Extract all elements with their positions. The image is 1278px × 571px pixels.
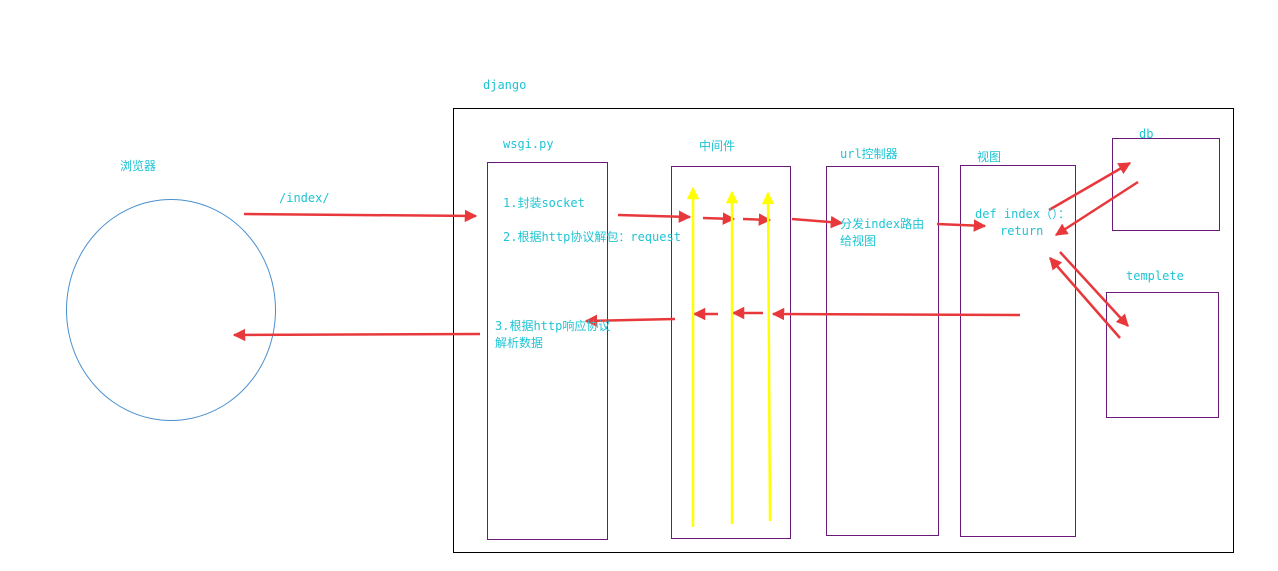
arrow-middleware-to-url	[791, 215, 844, 229]
wsgi-box	[487, 162, 608, 540]
step-1-text: 1.封装socket	[503, 196, 585, 210]
arrow-wsgi-to-browser	[232, 328, 481, 342]
url-controller-label: url控制器	[840, 147, 898, 161]
arrow-view-to-db	[1048, 161, 1132, 212]
arrow-browser-to-wsgi	[243, 209, 478, 223]
arrow-view-to-middleware	[771, 307, 1021, 321]
arrow-wsgi-to-middleware	[617, 210, 692, 223]
request-path-label: /index/	[279, 191, 330, 205]
browser-circle	[66, 199, 276, 421]
arrow-url-to-view	[936, 219, 987, 232]
url-controller-box	[826, 166, 939, 536]
middleware-label: 中间件	[699, 139, 736, 153]
view-code-line2: return	[1000, 224, 1044, 238]
url-dispatch-text-line2: 给视图	[840, 234, 877, 248]
arrow-middleware-to-wsgi	[584, 314, 676, 327]
django-container	[453, 108, 1234, 553]
view-code-line1: def index（）：	[975, 207, 1071, 221]
db-box	[1112, 138, 1220, 231]
django-label: django	[483, 78, 527, 92]
arrow-middleware-2-3	[742, 213, 772, 226]
browser-label: 浏览器	[120, 159, 157, 173]
middleware-box	[671, 166, 791, 539]
step-2-text: 2.根据http协议解包：request	[503, 230, 681, 244]
template-box	[1106, 292, 1219, 418]
view-box	[960, 165, 1076, 537]
arrow-db-to-view	[1054, 180, 1139, 237]
arrow-view-to-template	[1059, 251, 1129, 327]
step-3-text-line2: 解析数据	[495, 336, 544, 350]
template-label: templete	[1126, 269, 1184, 283]
db-label: db	[1139, 127, 1154, 141]
arrow-middleware-1-2	[702, 212, 736, 225]
view-label: 视图	[977, 150, 1002, 164]
wsgi-label: wsgi.py	[503, 137, 554, 151]
step-3-text-line1: 3.根据http响应协议	[495, 319, 611, 333]
url-dispatch-text-line1: 分发index路由	[840, 217, 925, 231]
arrow-template-to-view	[1049, 257, 1121, 339]
middleware-layer-arrow-3	[761, 191, 775, 522]
